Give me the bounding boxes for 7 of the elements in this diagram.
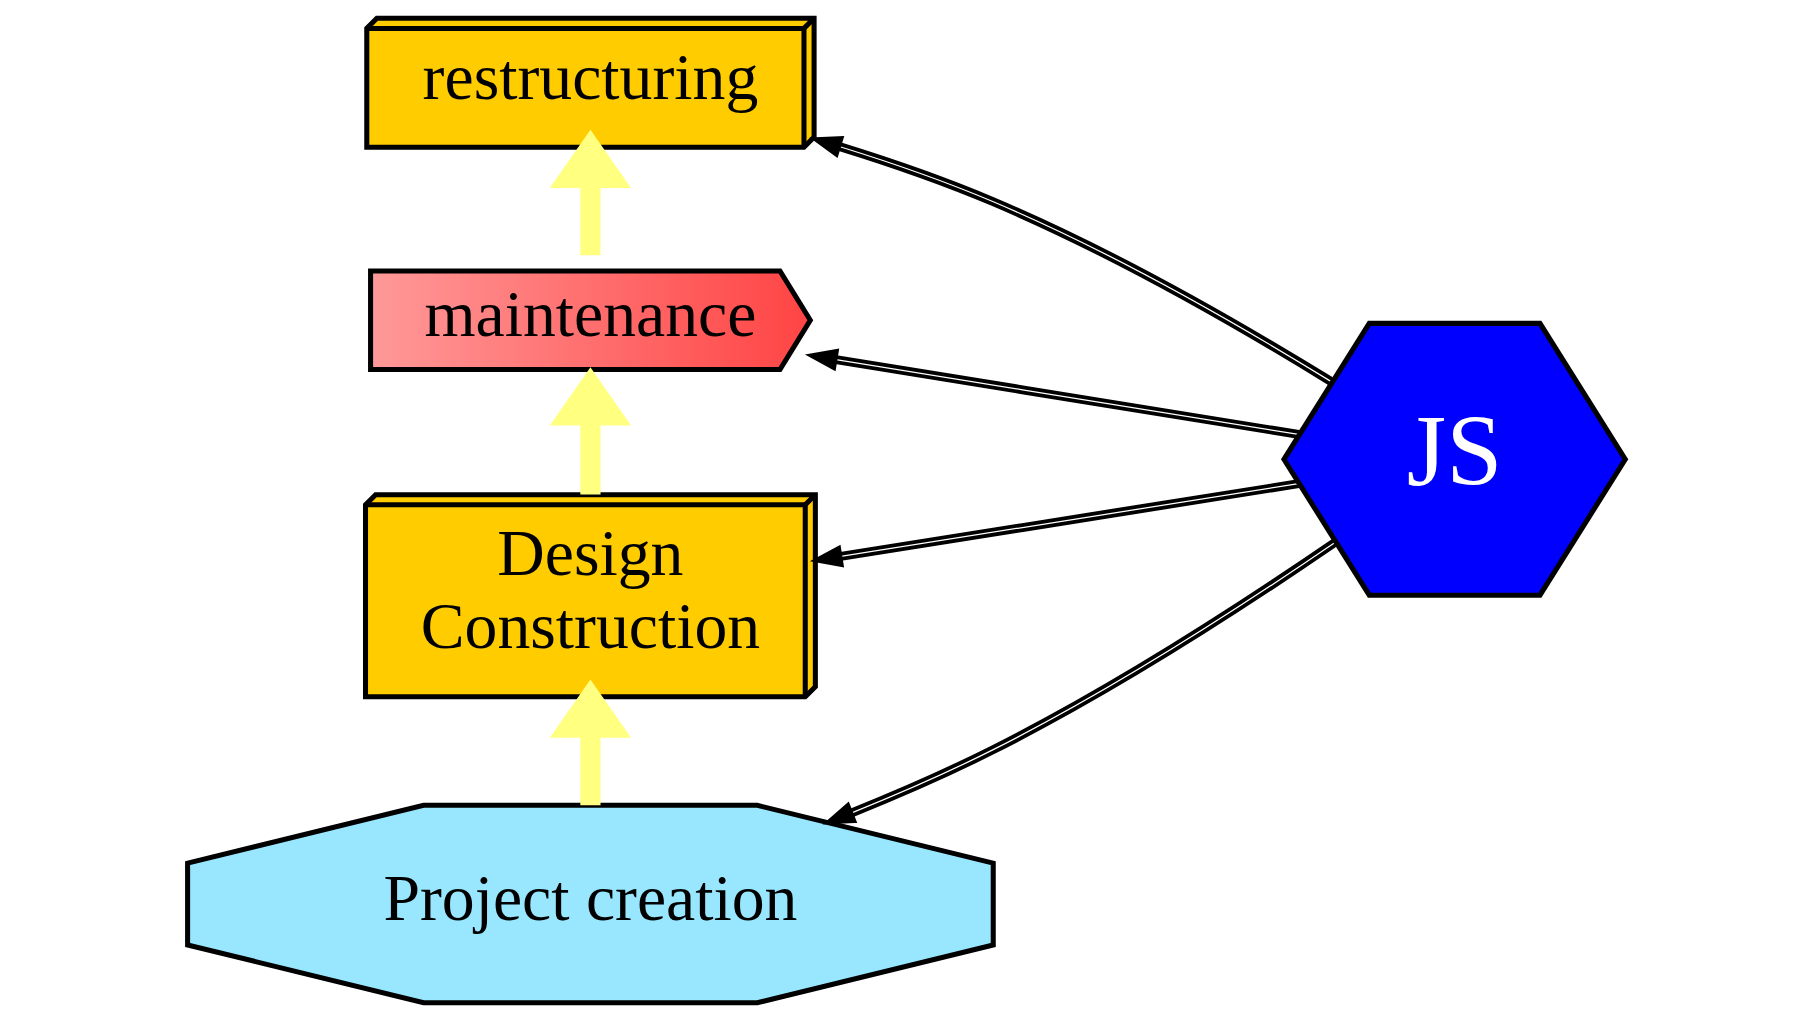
arrow [549, 367, 632, 495]
arrow [549, 129, 632, 256]
arrow [804, 348, 1300, 439]
arrow [809, 136, 1335, 386]
arrow [809, 479, 1300, 568]
arrow [549, 679, 632, 806]
arrow [822, 538, 1338, 825]
